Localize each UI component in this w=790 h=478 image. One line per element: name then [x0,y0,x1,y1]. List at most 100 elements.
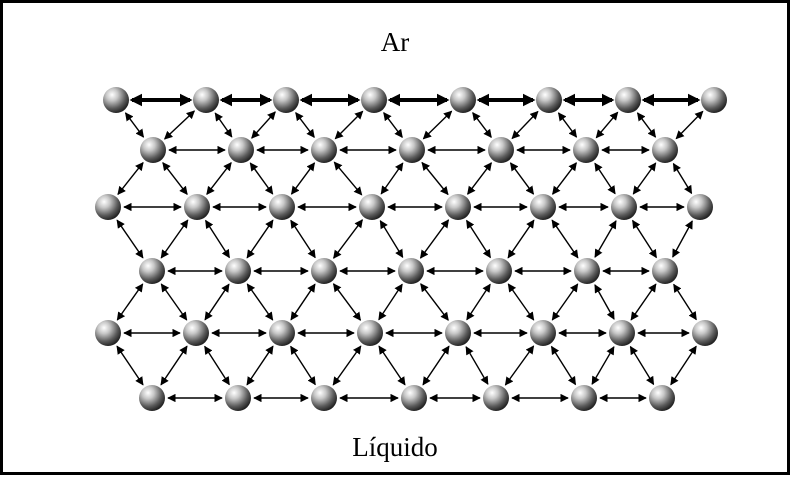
diagonal-bond-arrow [332,283,362,321]
diagonal-bond-arrow [632,162,657,195]
molecule-sphere [445,320,471,346]
molecule-sphere [483,385,509,411]
molecule-sphere [311,137,337,163]
diagonal-bond-arrow [204,345,230,386]
diagonal-bond-arrow [421,161,449,196]
diagonal-bond-arrow [204,283,230,321]
molecule-sphere [359,194,385,220]
diagonal-bond-arrow [422,345,450,386]
molecule-sphere [615,87,641,113]
diagonal-bond-arrow [594,220,617,258]
diagonal-bond-arrow [557,112,578,138]
label-liquido: Líquido [352,432,438,462]
diagonal-bond-arrow [205,219,230,259]
diagonal-bond-arrow [379,219,404,259]
diagonal-bond-arrow [507,219,535,259]
diagonal-bond-arrow [380,162,404,195]
molecule-sphere [573,137,599,163]
molecule-sphere [530,320,556,346]
diagonal-bond-arrow [332,345,362,386]
diagonal-bond-arrow [675,110,704,140]
molecule-sphere [193,87,219,113]
diagonal-bond-arrow [116,345,144,386]
diagonal-bond-arrow [116,283,144,321]
molecule-sphere [652,258,678,284]
molecule-sphere [398,258,424,284]
molecule-sphere [486,258,512,284]
molecule-sphere [139,258,165,284]
molecule-sphere [445,194,471,220]
molecule-sphere [225,385,251,411]
molecule-sphere [95,194,121,220]
diagonal-bond-arrow [333,219,363,259]
diagonal-bond-arrow [552,162,577,195]
diagonal-bond-arrow [630,283,657,321]
molecule-sphere [361,87,387,113]
diagonal-bond-arrow [466,283,491,321]
molecule-sphere [311,385,337,411]
diagonal-bond-arrow [672,162,693,195]
molecule-lattice [95,87,727,411]
molecule-sphere [530,194,556,220]
molecule-sphere [225,258,251,284]
diagonal-bond-arrow [116,219,144,259]
diagonal-bond-arrow [117,161,144,196]
molecule-sphere [269,320,295,346]
label-ar: Ar [380,27,410,57]
diagonal-bond-arrow [509,162,535,195]
molecule-sphere [184,194,210,220]
diagonal-bond-arrow [246,219,274,259]
diagonal-bond-arrow [246,345,274,386]
diagonal-bond-arrow [472,112,492,138]
diagonal-bond-arrow [511,110,539,140]
diagonal-bond-arrow [206,162,232,195]
molecule-sphere [401,385,427,411]
diagonal-bond-arrow [249,162,274,195]
diagonal-bond-arrow [214,112,233,138]
diagonal-bond-arrow [124,112,145,138]
molecule-sphere [269,194,295,220]
diagonal-bond-arrow [420,283,449,321]
molecule-sphere [609,320,635,346]
diagonal-bond-arrow [378,283,403,321]
diagonal-bond-arrow [507,283,535,321]
diagonal-bond-arrow [419,219,450,259]
diagonal-bond-arrow [334,110,364,140]
diagonal-bond-arrow [591,346,615,385]
diagonal-bond-arrow [163,110,196,140]
molecule-sphere [140,137,166,163]
diagonal-bond-arrow [160,219,189,259]
diagonal-bond-arrow [504,345,535,386]
diagonal-bond-arrow [672,220,693,258]
diagonal-bond-arrow [160,345,188,386]
molecule-sphere [649,385,675,411]
diagonal-bond-arrow [673,283,697,321]
diagonal-bond-arrow [290,345,316,386]
diagonal-bond-arrow [467,162,492,195]
molecule-sphere [357,320,383,346]
diagonal-bond-arrow [422,110,453,140]
diagonal-bond-arrow [551,219,579,259]
diagonal-bond-arrow [383,112,403,138]
diagonal-bond-arrow [594,162,616,195]
diagonal-bond-arrow [465,346,489,385]
molecule-sphere [95,320,121,346]
molecule-sphere [574,258,600,284]
diagonal-bond-arrow [595,111,619,139]
diagonal-bond-arrow [251,111,276,139]
diagonal-bond-arrow [290,162,316,195]
molecule-sphere [488,137,514,163]
molecule-sphere [611,194,637,220]
diagonal-bond-arrow [160,283,188,321]
molecule-sphere [399,137,425,163]
molecule-sphere [139,385,165,411]
molecule-sphere [450,87,476,113]
molecule-sphere [687,194,713,220]
diagonal-bond-arrow [246,283,274,321]
diagonal-bond-arrow [636,112,657,138]
diagonal-bond-arrow [594,284,615,320]
molecule-sphere [273,87,299,113]
diagonal-bond-arrow [378,345,406,386]
molecule-sphere [692,320,718,346]
